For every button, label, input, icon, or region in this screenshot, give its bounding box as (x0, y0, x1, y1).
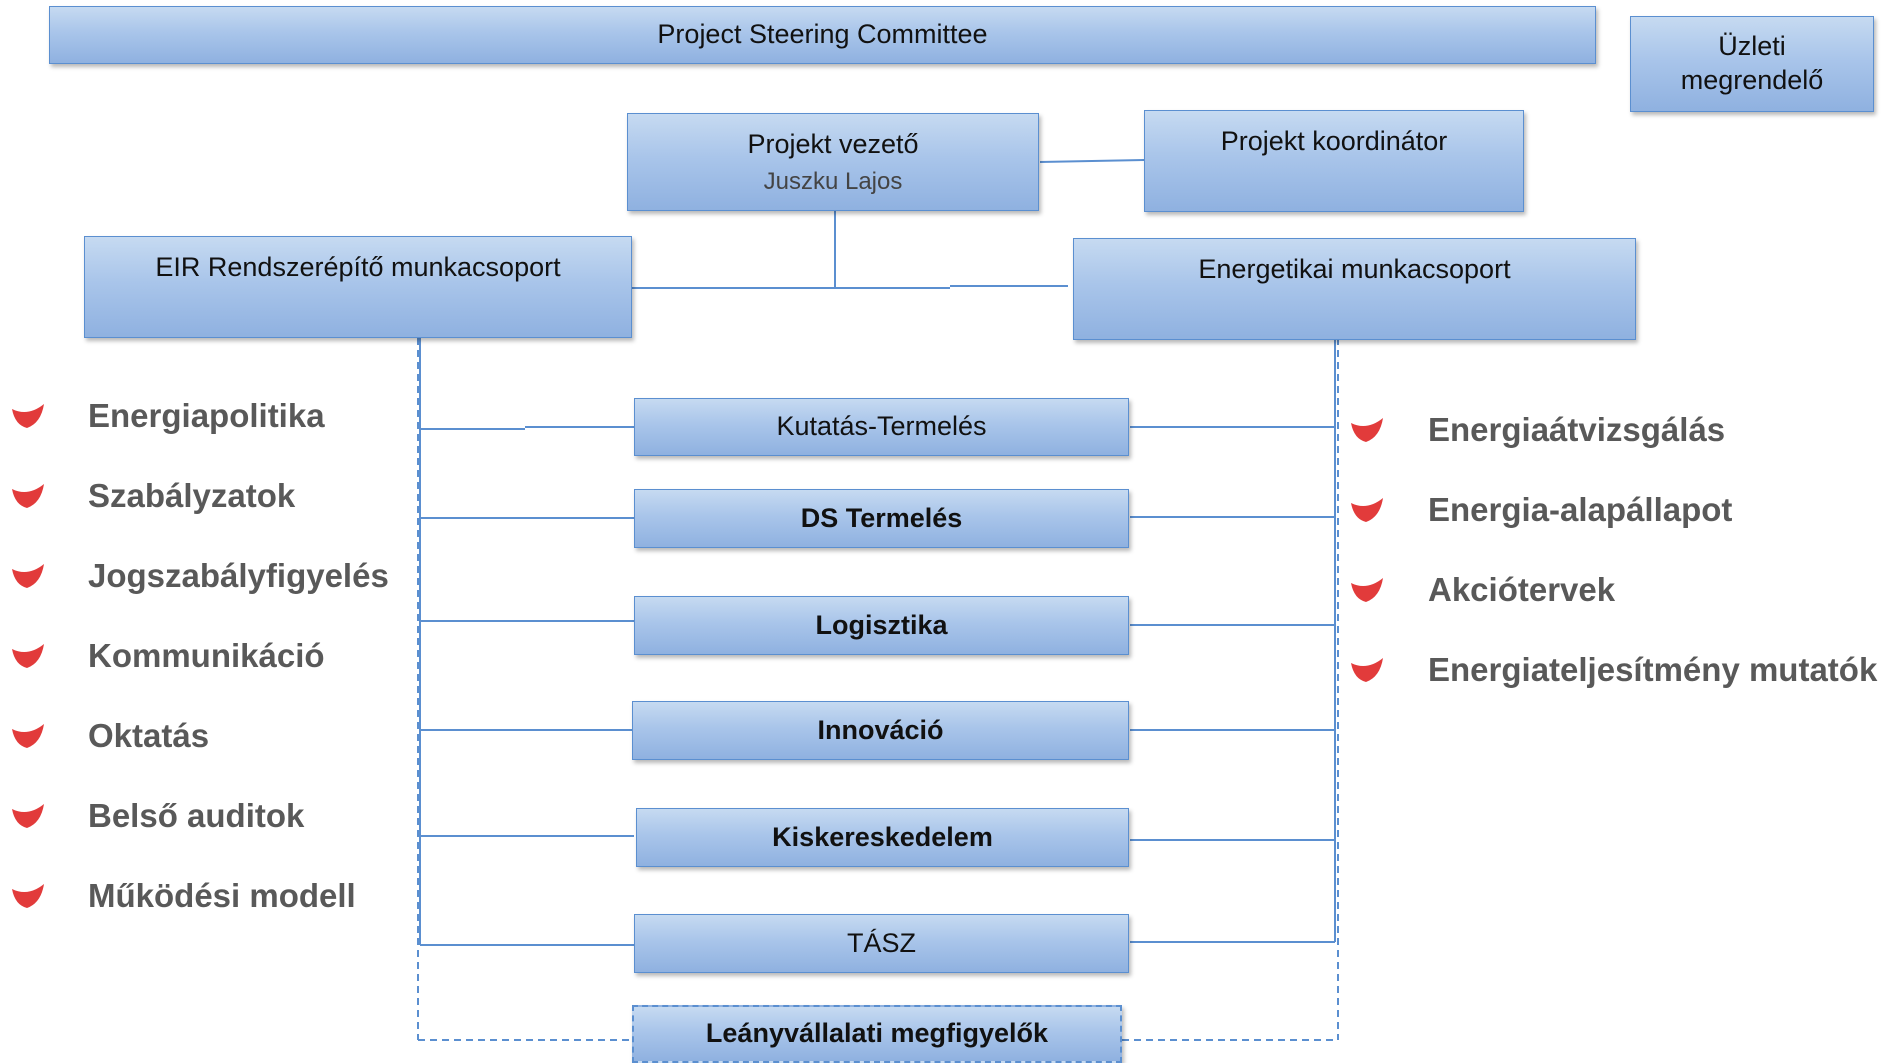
left-task-item: Jogszabályfigyelés (88, 557, 389, 594)
steering-committee-label: Project Steering Committee (657, 19, 988, 50)
project-coordinator-box: Projekt koordinátor (1144, 110, 1524, 212)
left-task-item: Kommunikáció (88, 637, 325, 674)
right-task-item: Energiaátvizsgálás (1428, 411, 1726, 448)
business-client-label: Üzleti megrendelő (1680, 31, 1824, 95)
energy-group-box: Energetikai munkacsoport (1073, 238, 1636, 340)
unit-label: Innováció (817, 714, 944, 745)
steering-committee-box: Project Steering Committee (49, 6, 1596, 64)
left-task-item: Energiapolitika (88, 397, 325, 434)
red-bullet-icon (12, 644, 44, 668)
unit-box: Kutatás-Termelés (634, 398, 1129, 456)
project-leader-box: Projekt vezető Juszku Lajos (627, 113, 1039, 211)
unit-label: DS Termelés (800, 502, 963, 533)
unit-box: TÁSZ (634, 914, 1129, 973)
right-task-item: Energiateljesítmény mutatók (1428, 651, 1878, 688)
left-task-item: Oktatás (88, 717, 210, 754)
unit-label: TÁSZ (846, 927, 916, 958)
red-bullet-icon (12, 804, 44, 828)
red-bullet-icon (12, 564, 44, 588)
red-bullet-icon (1351, 418, 1383, 442)
right-task-item: Energia-alapállapot (1428, 491, 1733, 528)
red-bullet-icon (12, 724, 44, 748)
business-client-box: Üzleti megrendelő (1630, 16, 1874, 112)
left-task-item: Szabályzatok (88, 477, 296, 514)
observers-box: Leányvállalati megfigyelők (632, 1005, 1122, 1063)
red-bullet-icon (1351, 658, 1383, 682)
unit-box: Kiskereskedelem (636, 808, 1129, 867)
observers-label: Leányvállalati megfigyelők (705, 1018, 1049, 1049)
unit-box: DS Termelés (634, 489, 1129, 548)
red-bullet-icon (12, 884, 44, 908)
project-coordinator-label: Projekt koordinátor (1220, 126, 1448, 156)
eir-group-box: EIR Rendszerépítő munkacsoport (84, 236, 632, 338)
unit-label: Kiskereskedelem (772, 821, 993, 852)
unit-label: Kutatás-Termelés (776, 411, 987, 442)
project-leader-name: Juszku Lajos (763, 167, 903, 195)
unit-box: Innováció (632, 701, 1129, 760)
red-bullet-icon (1351, 498, 1383, 522)
left-task-item: Működési modell (88, 877, 356, 914)
red-bullet-icon (12, 404, 44, 428)
left-task-item: Belső auditok (88, 797, 305, 834)
red-bullet-icon (1351, 578, 1383, 602)
right-task-item: Akciótervek (1428, 571, 1616, 608)
unit-label: Logisztika (815, 609, 948, 640)
unit-box: Logisztika (634, 596, 1129, 655)
energy-group-label: Energetikai munkacsoport (1198, 254, 1511, 284)
project-leader-label: Projekt vezető (747, 129, 919, 159)
eir-group-label: EIR Rendszerépítő munkacsoport (155, 252, 561, 282)
red-bullet-icon (12, 484, 44, 508)
